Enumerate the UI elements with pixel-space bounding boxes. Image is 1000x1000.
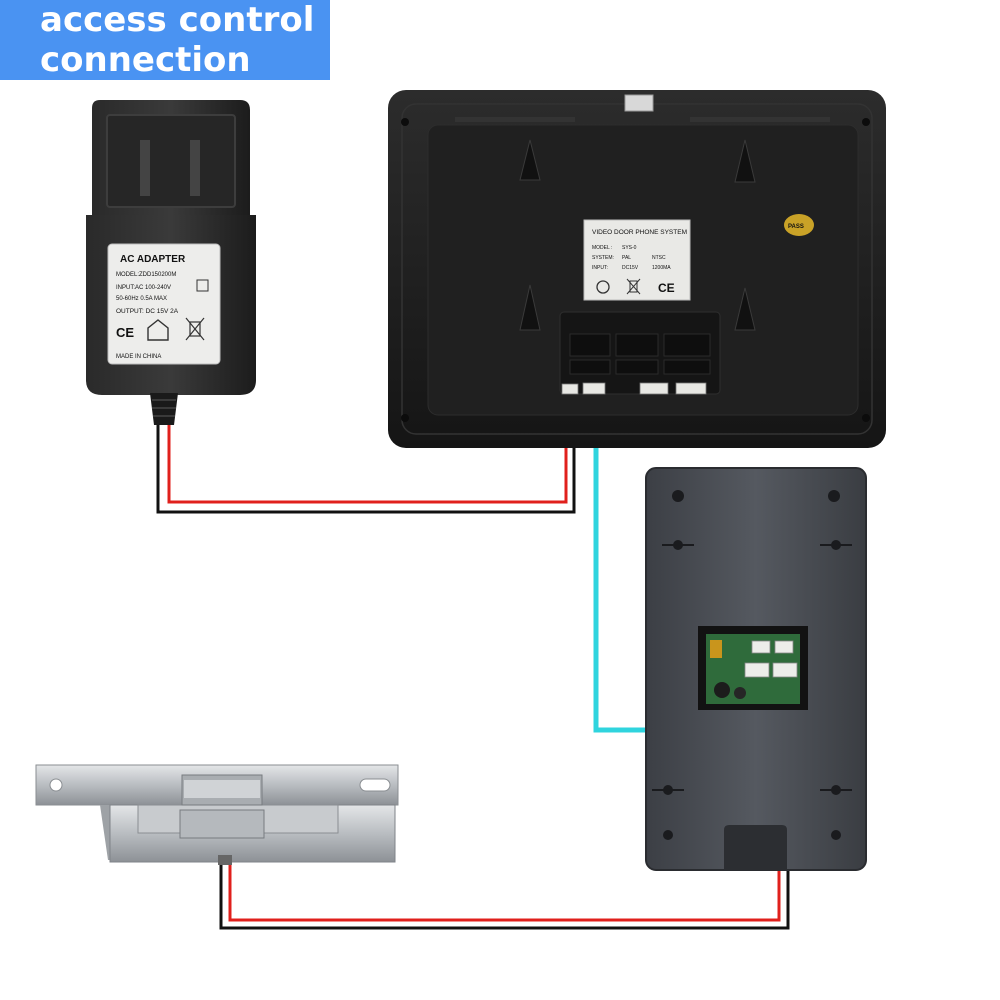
house-icon <box>147 319 169 341</box>
adapter-heading: AC ADAPTER <box>120 254 186 265</box>
vent-slots <box>455 117 830 122</box>
wire-black-adapter-monitor <box>156 392 576 514</box>
monitor-system-ntsc: NTSC <box>652 255 666 261</box>
monitor-label-heading: VIDEO DOOR PHONE SYSTEM <box>592 229 687 236</box>
monitor-input-val: DC15V <box>622 265 639 271</box>
adapter-frequency: 50-60Hz 0.5A MAX <box>116 296 167 302</box>
monitor-model-val: SYS-0 <box>622 245 637 251</box>
adapter-model: MODEL:ZDD150200M <box>116 272 176 278</box>
monitor-ce-mark: CE <box>658 281 675 295</box>
adapter-output: OUTPUT: DC 15V 2A <box>116 308 179 315</box>
pass-sticker-text: PASS <box>788 224 804 230</box>
monitor-input-key: INPUT: <box>592 265 608 271</box>
pass-sticker <box>784 214 814 236</box>
power-adapter: AC ADAPTER MODEL:ZDD150200M INPUT:AC 100… <box>86 100 256 425</box>
crossed-bin-icon <box>185 317 205 341</box>
monitor-terminals <box>561 382 707 395</box>
monitor-system-pal: PAL <box>622 255 631 261</box>
indoor-monitor: PASS VIDEO DOOR PHONE SYSTEM MODEL : SYS… <box>388 90 886 448</box>
door-station-terminals <box>744 640 798 678</box>
electric-strike-lock <box>35 764 399 865</box>
title-line-2: connection <box>40 40 251 80</box>
adapter-origin: MADE IN CHINA <box>116 354 161 360</box>
crossed-bin-icon <box>626 278 641 295</box>
title-line-1: access control <box>40 0 315 40</box>
approval-icon <box>596 280 610 294</box>
monitor-current-val: 1200MA <box>652 265 671 271</box>
adapter-ce-mark: CE <box>116 325 134 340</box>
door-station <box>645 467 867 871</box>
adapter-input: INPUT:AC 100-240V <box>116 285 171 291</box>
monitor-system-key: SYSTEM: <box>592 255 614 261</box>
monitor-model-key: MODEL : <box>592 245 612 251</box>
title-banner: access control connection <box>0 0 330 80</box>
adapter-label <box>107 243 221 365</box>
